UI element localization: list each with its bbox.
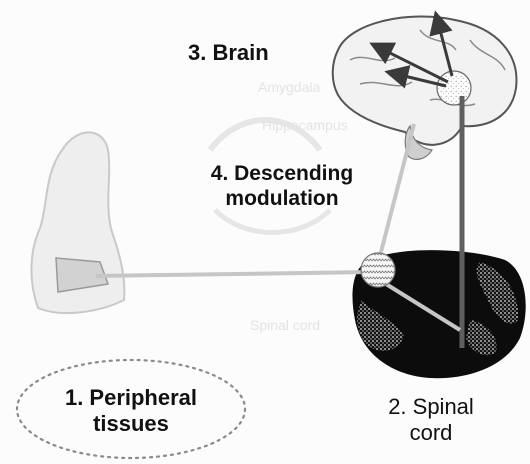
peripheral-to-dorsal-horn-pathway (96, 272, 372, 276)
peripheral-label-line2: tissues (36, 411, 226, 437)
spinal-label-line1: 2. Spinal (366, 394, 496, 420)
spinal-cord-label: 2. Spinal cord (366, 394, 496, 447)
faint-label-hippocampus: Hippocampus (262, 117, 348, 133)
descending-label-line2: modulation (182, 186, 382, 211)
limb-illustration (31, 132, 124, 313)
brain-label: 3. Brain (188, 40, 269, 66)
brain-illustration (333, 17, 517, 160)
faint-label-spinal-cord: Spinal cord (250, 317, 320, 333)
spinal-label-line2: cord (366, 420, 496, 446)
peripheral-label-line1: 1. Peripheral (36, 385, 226, 411)
peripheral-tissues-label: 1. Peripheral tissues (36, 385, 226, 438)
dorsal-horn-node (361, 253, 395, 287)
descending-modulation-label: 4. Descending modulation (182, 161, 382, 211)
thalamus-node (437, 71, 471, 105)
brain-label-text: 3. Brain (188, 40, 269, 66)
faint-label-amygdala: Amygdala (258, 79, 320, 95)
descending-label-line1: 4. Descending (182, 161, 382, 186)
descending-modulation-pathway (380, 124, 414, 256)
